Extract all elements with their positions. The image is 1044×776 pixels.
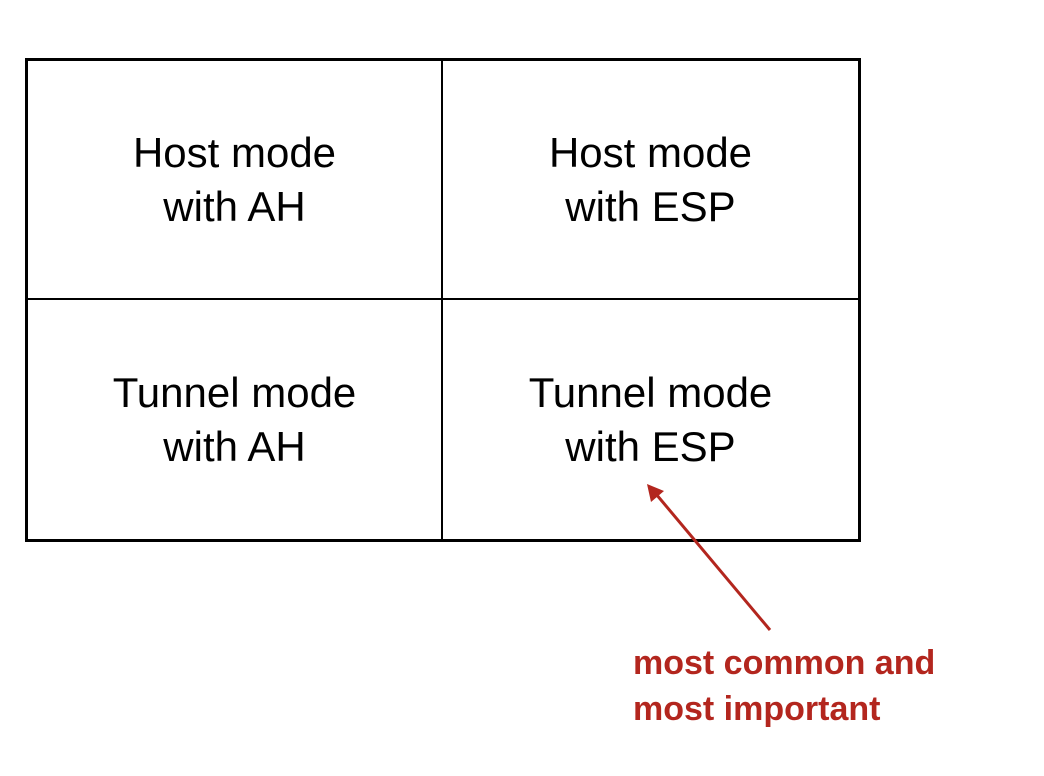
cell-line-2: with ESP [565,422,736,470]
annotation-line-2: most important [633,690,881,728]
cell-tunnel-mode-ah: Tunnel mode with AH [28,300,443,539]
cell-line-2: with ESP [565,182,736,230]
cell-host-mode-ah: Host mode with AH [28,61,443,300]
ipsec-modes-matrix: Host mode with AH Host mode with ESP Tun… [25,58,861,542]
cell-line-1: Host mode [132,128,337,176]
cell-line-2: with AH [163,422,306,470]
annotation-text: most common and most important [633,640,935,732]
cell-host-mode-esp: Host mode with ESP [443,61,858,300]
cell-line-1: Tunnel mode [112,368,357,416]
cell-line-1: Host mode [548,128,753,176]
cell-tunnel-mode-esp: Tunnel mode with ESP [443,300,858,539]
cell-line-1: Tunnel mode [528,368,773,416]
annotation-line-1: most common and [633,644,936,682]
cell-line-2: with AH [163,182,306,230]
